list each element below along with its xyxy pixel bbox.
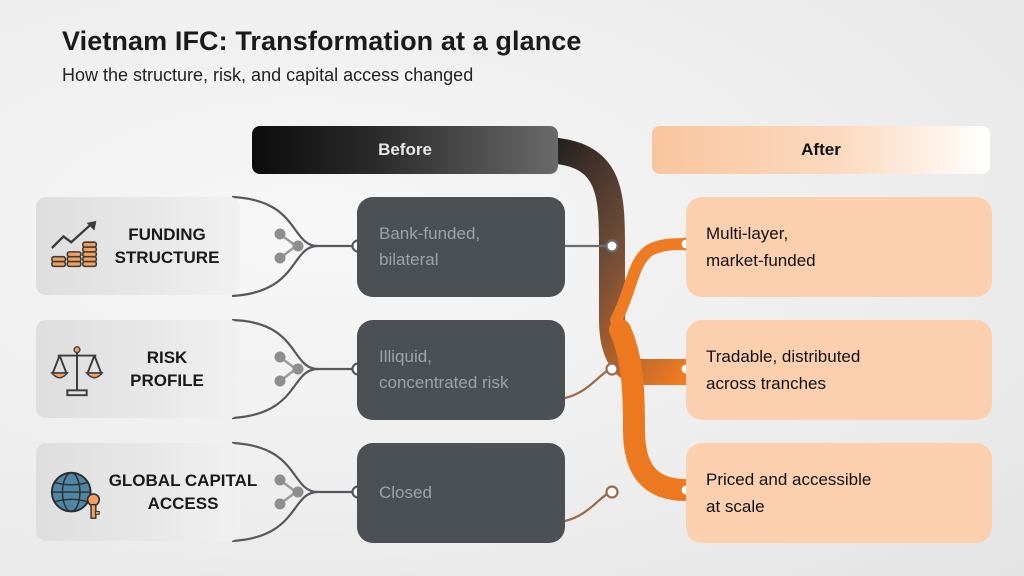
before-box-capital: Closed	[357, 443, 565, 543]
page-title: Vietnam IFC: Transformation at a glance	[62, 26, 582, 56]
coins-growth-icon	[51, 220, 98, 268]
trunk-up-flow	[610, 238, 692, 326]
input-connectors	[231, 195, 356, 543]
before-column-header: Before	[252, 126, 558, 174]
network-node-icon	[274, 228, 304, 264]
network-node-icon	[274, 351, 304, 387]
network-node-icon	[274, 474, 304, 510]
before-box-funding: Bank-funded,bilateral	[357, 197, 565, 297]
before-box-risk: Illiquid,concentrated risk	[357, 320, 565, 420]
page-subtitle: How the structure, risk, and capital acc…	[62, 65, 474, 85]
scales-icon	[50, 346, 104, 397]
trunk-down-flow	[609, 319, 697, 501]
after-column-header: After	[652, 126, 990, 174]
globe-key-icon	[50, 471, 101, 519]
after-box-funding: Multi-layer,market-funded	[686, 197, 992, 297]
